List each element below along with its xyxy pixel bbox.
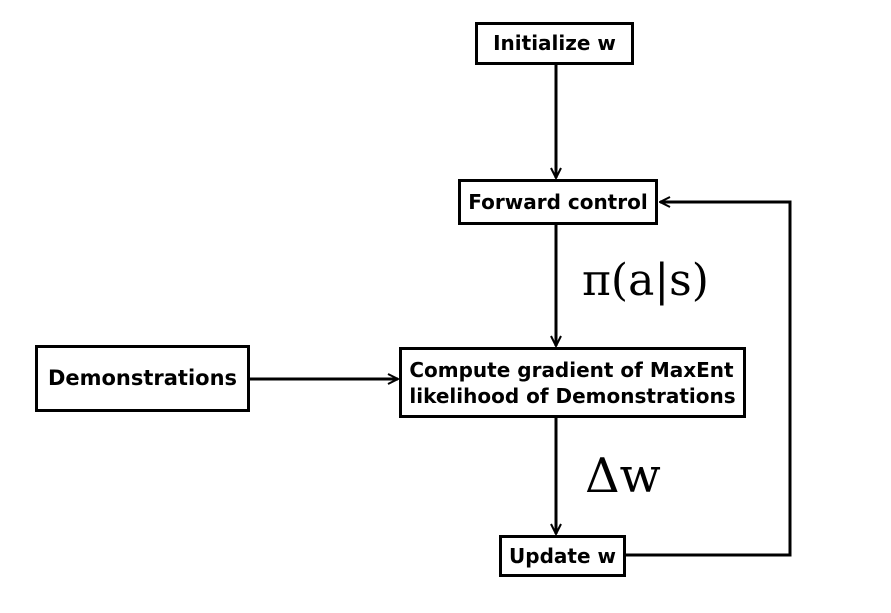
node-compute-gradient-line2: likelihood of Demonstrations xyxy=(409,383,736,408)
node-initialize-w-label: Initialize w xyxy=(493,31,616,55)
edge-label-delta-w: Δw xyxy=(585,448,661,504)
node-forward-control-label: Forward control xyxy=(468,189,648,214)
edge-update-loop-to-forward xyxy=(626,202,792,557)
node-forward-control: Forward control xyxy=(458,179,658,225)
node-compute-gradient-line1: Compute gradient of MaxEnt xyxy=(409,357,734,382)
node-update-w: Update w xyxy=(499,535,626,577)
node-compute-gradient: Compute gradient of MaxEnt likelihood of… xyxy=(399,347,746,418)
node-demonstrations-label: Demonstrations xyxy=(47,366,238,391)
edge-label-policy: π(a|s) xyxy=(582,255,709,306)
node-demonstrations: Demonstrations xyxy=(35,345,250,412)
node-initialize-w: Initialize w xyxy=(475,22,634,65)
node-update-w-label: Update w xyxy=(509,543,616,568)
